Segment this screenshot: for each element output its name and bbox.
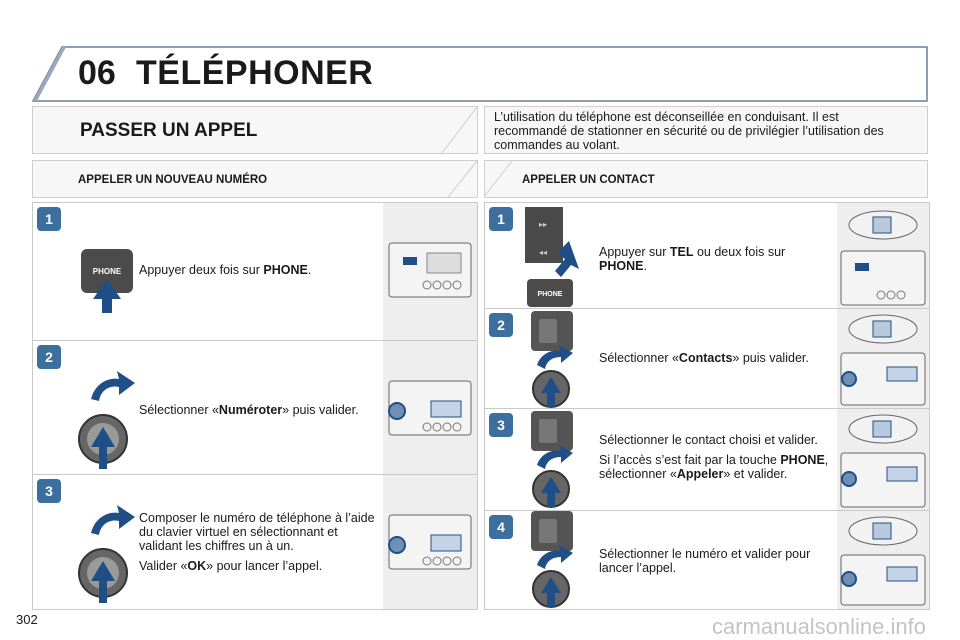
right-step-2: 2 Sélectionner «Contacts» puis valider. — [484, 308, 930, 410]
chapter-number: 06 — [78, 54, 116, 92]
step-text: Sélectionner «Numéroter» puis valider. — [139, 403, 359, 417]
left-heading-bar — [32, 160, 478, 198]
step-badge: 1 — [37, 207, 61, 231]
radio-panel-icon — [388, 242, 472, 298]
steering-radio-illustration — [837, 409, 929, 511]
right-step-3: 3 Sélectionner le contact choisi et vali… — [484, 408, 930, 512]
steering-control-icon — [840, 314, 926, 406]
left-step-2: 2 Sélectionner «Numéroter» puis valider. — [32, 340, 478, 476]
step-badge: 4 — [489, 515, 513, 539]
chapter-title: TÉLÉPHONER — [136, 54, 374, 92]
step-number: 3 — [497, 417, 505, 433]
svg-text:◂◂: ◂◂ — [539, 248, 547, 257]
svg-text:▸▸: ▸▸ — [539, 220, 547, 229]
intro-bar — [484, 106, 928, 154]
svg-text:PHONE: PHONE — [93, 267, 122, 276]
step-number: 2 — [45, 349, 53, 365]
right-step-4: 4 Sélectionner le numéro et valider pour… — [484, 510, 930, 610]
steering-radio-illustration — [837, 309, 929, 409]
chapter-header-band — [32, 46, 928, 102]
section-title-bar — [32, 106, 478, 154]
left-step-3: 3 Composer le numéro de téléphone à l’ai… — [32, 474, 478, 610]
step-badge: 2 — [489, 313, 513, 337]
steering-radio-illustration — [837, 511, 929, 609]
step-number: 3 — [45, 483, 53, 499]
step-badge: 1 — [489, 207, 513, 231]
left-step-1: 1 PHONE Appuyer deux fois sur PHONE. — [32, 202, 478, 342]
radio-illustration-panel — [383, 475, 477, 609]
step-text: Composer le numéro de téléphone à l’aide… — [139, 511, 375, 573]
radio-panel-icon — [388, 380, 472, 436]
rotary-knob-icon — [78, 505, 135, 603]
rotary-knob-icon — [78, 371, 135, 469]
section-title: PASSER UN APPEL — [80, 120, 258, 141]
scroll-wheel-knob-icon — [531, 411, 573, 508]
left-heading: APPELER UN NOUVEAU NUMÉRO — [78, 174, 268, 186]
page-number: 302 — [16, 612, 38, 627]
steering-radio-illustration — [837, 203, 929, 309]
step-text: Appuyer deux fois sur PHONE. — [139, 263, 312, 277]
steering-control-icon — [840, 210, 926, 306]
scroll-wheel-knob-icon — [531, 511, 573, 608]
intro-text: L’utilisation du téléphone est déconseil… — [494, 110, 884, 152]
tel-steering-button-icon: ▸▸ ◂◂ PHONE — [525, 207, 579, 307]
step-badge: 3 — [489, 413, 513, 437]
step-badge: 3 — [37, 479, 61, 503]
step-badge: 2 — [37, 345, 61, 369]
right-step-1: 1 ▸▸ ◂◂ PHONE Appuyer sur TEL ou deux fo… — [484, 202, 930, 310]
steering-control-icon — [840, 516, 926, 606]
radio-illustration-panel — [383, 203, 477, 341]
step-number: 1 — [497, 211, 505, 227]
step-text: Sélectionner le numéro et valider pour l… — [599, 547, 811, 575]
svg-text:PHONE: PHONE — [538, 291, 563, 298]
scroll-wheel-knob-icon — [531, 311, 573, 408]
right-heading-bar — [484, 160, 928, 198]
right-heading: APPELER UN CONTACT — [522, 174, 655, 186]
radio-illustration-panel — [383, 341, 477, 475]
step-number: 4 — [497, 519, 505, 535]
step-number: 2 — [497, 317, 505, 333]
step-number: 1 — [45, 211, 53, 227]
radio-panel-icon — [388, 514, 472, 570]
step-text: Sélectionner le contact choisi et valide… — [599, 433, 829, 481]
steering-control-icon — [840, 414, 926, 508]
watermark: carmanualsonline.info — [711, 614, 926, 639]
step-text: Sélectionner «Contacts» puis valider. — [599, 351, 809, 365]
step-text: Appuyer sur TEL ou deux fois sur PHONE. — [599, 245, 786, 273]
phone-button-icon: PHONE — [81, 249, 133, 313]
